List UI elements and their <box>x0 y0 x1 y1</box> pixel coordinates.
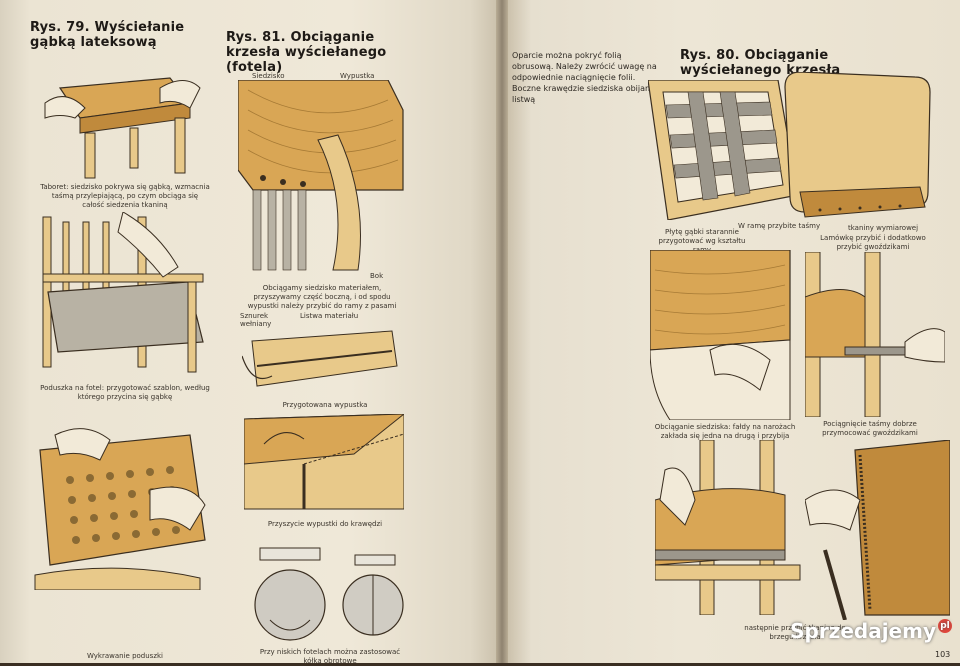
caption-edging: Lamówkę przybić i dodatkowo przybić gwoź… <box>820 234 926 251</box>
seat-corner-illustration <box>238 80 404 271</box>
intro-paragraph: Oparcie można pokryć folią obrusową. Nal… <box>512 51 658 104</box>
foam-seat-illustration <box>784 72 931 218</box>
watermark-dot-icon: pl <box>938 619 952 633</box>
foam-cushion-illustration <box>34 428 206 590</box>
caption-piping-sewing: Przyszycie wypustki do krawędzi <box>267 520 383 528</box>
chair-back-illustration <box>655 440 801 615</box>
label-side: Bok <box>370 272 384 280</box>
casters-illustration <box>254 547 404 641</box>
caption-casters: Przy niskich fotelach można zastosować k… <box>259 648 401 665</box>
seat-covering-illustration <box>650 250 791 420</box>
label-dimension: tkaniny wymiarowej <box>848 224 919 232</box>
label-wool-cord: Sznurek wełniany <box>240 312 272 328</box>
label-piping: Wypustka <box>340 72 375 80</box>
fig81-title: Rys. 81. Obciąganie krzesła wyściełanego… <box>226 30 387 75</box>
caption-cushion: Poduszka na fotel: przygotować szablon, … <box>40 384 210 401</box>
label-seat: Siedzisko <box>252 72 285 80</box>
stool-illustration <box>44 77 201 179</box>
armchair-illustration <box>42 212 204 373</box>
caption-seat-covering: Obciąganie siedziska: fałdy na narożach … <box>654 423 796 440</box>
piping-prep-illustration <box>242 330 398 387</box>
watermark-brand: Sprzedajemy <box>790 619 936 643</box>
caption-covering: Obciągamy siedzisko materiałem, przyszyw… <box>247 284 397 310</box>
page-number: 103 <box>935 650 951 659</box>
caption-tape-pulling: Pociągnięcie taśmy dobrze przymocować gw… <box>822 420 918 437</box>
label-fabric-strip: Listwa materiału <box>300 312 359 320</box>
webbing-frame-illustration <box>648 80 798 220</box>
caption-stool: Taboret: siedzisko pokrywa się gąbką, wz… <box>40 183 210 209</box>
tape-pulling-illustration <box>805 252 945 417</box>
fig79-title: Rys. 79. Wyściełanie gąbką lateksową <box>30 20 185 50</box>
caption-tacking: następnie przybić tkaninę do brzegu krze… <box>744 624 846 641</box>
book-gutter <box>496 0 508 663</box>
caption-prepared-piping: Przygotowana wypustka <box>282 401 368 409</box>
tacking-fabric-illustration <box>805 440 950 620</box>
caption-cushion-cutting: Wykrawanie poduszki <box>86 652 163 660</box>
piping-sewing-illustration <box>244 414 404 510</box>
label-webbing: W ramę przybite taśmy <box>738 222 821 230</box>
